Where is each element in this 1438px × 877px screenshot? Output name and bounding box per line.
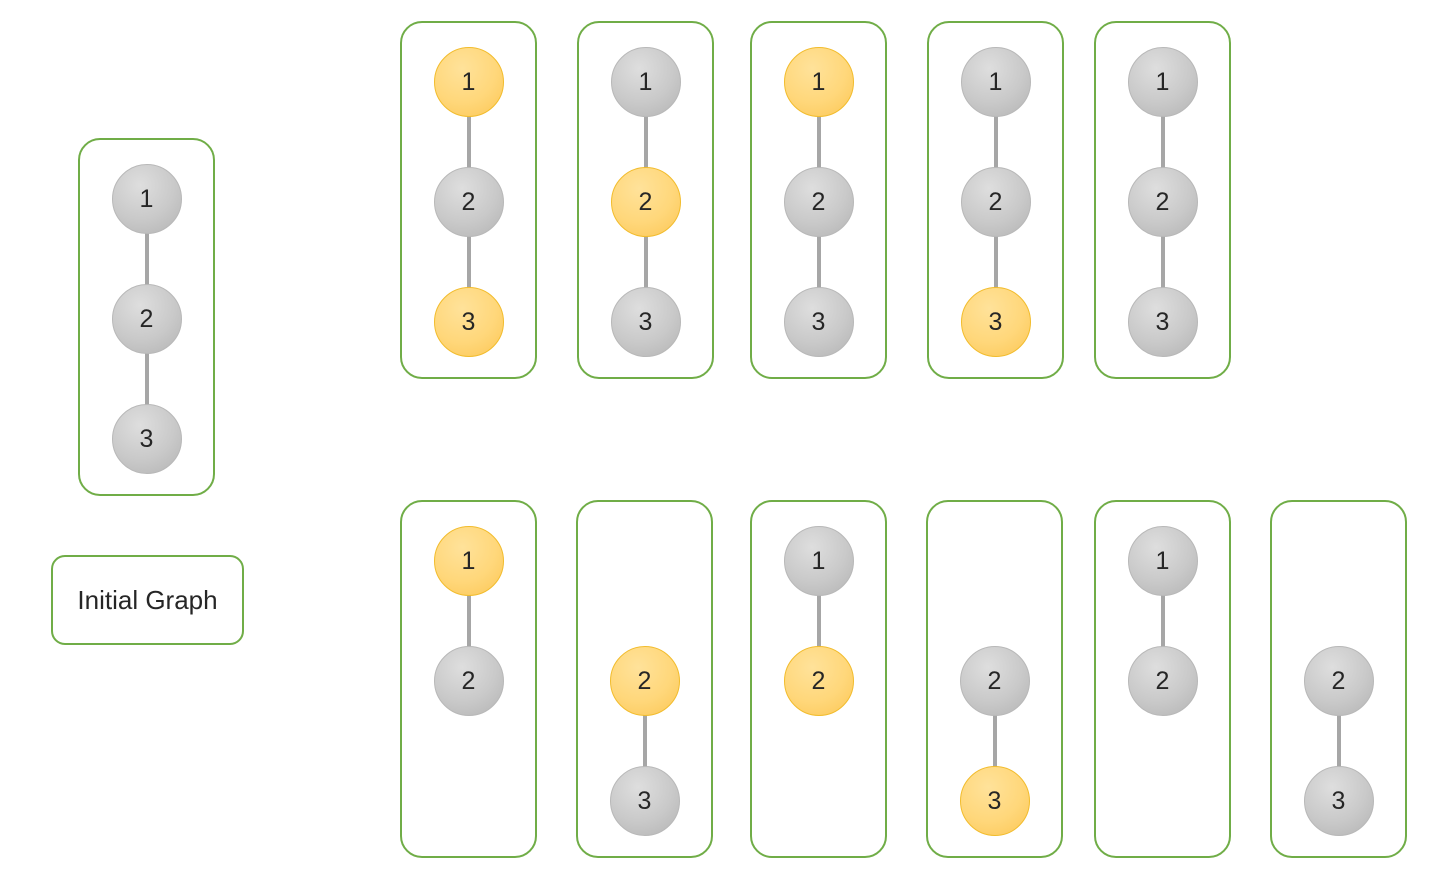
- subgraph-bottom-5-node-2: 2: [1127, 646, 1198, 716]
- initial-graph-label: Initial Graph: [51, 555, 244, 645]
- subgraph-bottom-3-node-1: 1: [783, 526, 854, 596]
- initial-graph-edge-1-2: [144, 199, 149, 319]
- subgraph-top-4-node-3-highlighted: 3: [960, 287, 1031, 357]
- subgraph-top-1-node-1-highlighted: 1: [433, 47, 504, 117]
- subgraph-top-3-node-1-highlighted: 1: [783, 47, 854, 117]
- subgraph-top-5-node-1: 1: [1127, 47, 1198, 117]
- subgraph-bottom-6-node-2: 2: [1303, 646, 1374, 716]
- subgraph-top-3-node-2: 2: [783, 167, 854, 237]
- subgraph-top-2-node-3: 3: [610, 287, 681, 357]
- subgraph-top-2-node-1: 1: [610, 47, 681, 117]
- initial-graph-node-2: 2: [111, 284, 182, 354]
- subgraph-bottom-4-node-2: 2: [959, 646, 1030, 716]
- subgraph-bottom-6-edge-2-3: [1336, 681, 1341, 801]
- subgraph-top-4-edge-2-3: [993, 202, 998, 322]
- subgraph-top-2-edge-1-2: [643, 82, 648, 202]
- subgraph-top-1-edge-1-2: [466, 82, 471, 202]
- initial-graph-node-3: 3: [111, 404, 182, 474]
- subgraph-top-3-edge-1-2: [816, 82, 821, 202]
- subgraph-top-2-node-2-highlighted: 2: [610, 167, 681, 237]
- subgraph-top-5-node-3: 3: [1127, 287, 1198, 357]
- subgraph-bottom-6-node-3: 3: [1303, 766, 1374, 836]
- initial-graph-edge-2-3: [144, 319, 149, 439]
- subgraph-bottom-2-edge-2-3: [642, 681, 647, 801]
- subgraph-top-3-edge-2-3: [816, 202, 821, 322]
- subgraph-top-4-node-1: 1: [960, 47, 1031, 117]
- subgraph-top-5-node-2: 2: [1127, 167, 1198, 237]
- subgraph-bottom-2-node-2-highlighted: 2: [609, 646, 680, 716]
- subgraph-bottom-3-node-2-highlighted: 2: [783, 646, 854, 716]
- subgraph-bottom-3-edge-1-2: [816, 561, 821, 681]
- subgraph-bottom-4-edge-2-3: [992, 681, 997, 801]
- subgraph-bottom-5-edge-1-2: [1160, 561, 1165, 681]
- subgraph-top-1-node-3-highlighted: 3: [433, 287, 504, 357]
- subgraph-top-1-node-2: 2: [433, 167, 504, 237]
- subgraph-top-5-edge-1-2: [1160, 82, 1165, 202]
- subgraph-bottom-4-node-3-highlighted: 3: [959, 766, 1030, 836]
- subgraph-bottom-1-node-2: 2: [433, 646, 504, 716]
- subgraph-top-3-node-3: 3: [783, 287, 854, 357]
- subgraph-bottom-1-node-1-highlighted: 1: [433, 526, 504, 596]
- subgraph-top-5-edge-2-3: [1160, 202, 1165, 322]
- subgraph-bottom-2-node-3: 3: [609, 766, 680, 836]
- subgraph-top-4-node-2: 2: [960, 167, 1031, 237]
- subgraph-top-4-edge-1-2: [993, 82, 998, 202]
- subgraph-top-2-edge-2-3: [643, 202, 648, 322]
- subgraph-bottom-1-edge-1-2: [466, 561, 471, 681]
- subgraph-bottom-5-node-1: 1: [1127, 526, 1198, 596]
- subgraph-top-1-edge-2-3: [466, 202, 471, 322]
- initial-graph-node-1: 1: [111, 164, 182, 234]
